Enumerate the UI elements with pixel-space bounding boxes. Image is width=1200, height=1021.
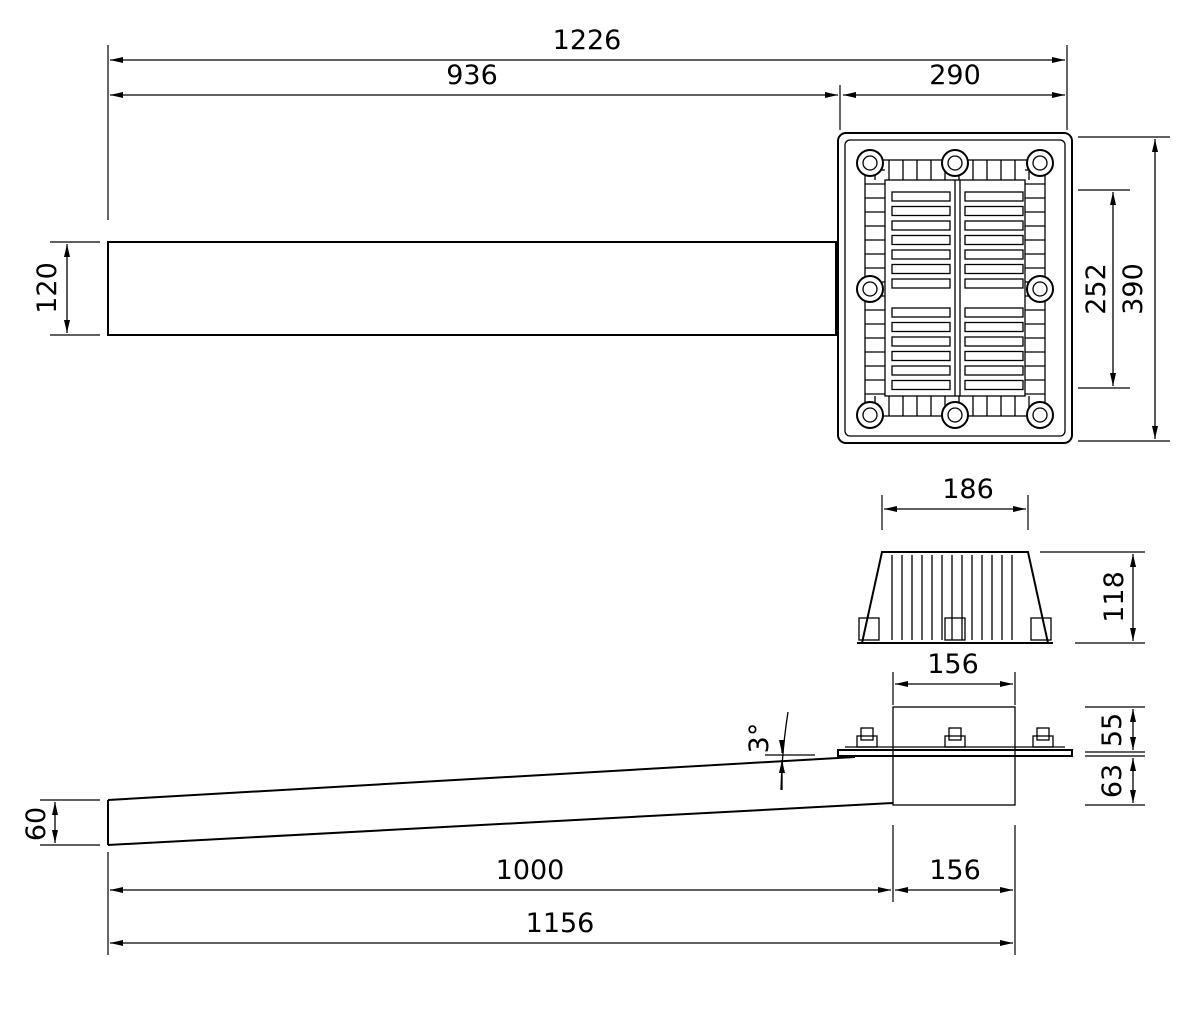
dimension-total-length-side: 1156 [110,908,1013,946]
dimension-box-width-bottom: 156 [895,855,1013,893]
grate-slot [891,263,951,275]
dimension-label: 120 [32,262,63,314]
grate-slot [891,278,951,289]
grate-slot [964,249,1024,260]
bolt-icon [1026,401,1054,429]
grate-slot [891,307,951,318]
bolt-hole-icon [1032,407,1048,423]
dimension-label: 936 [446,60,498,91]
dimension-label: 55 [1097,713,1128,747]
dimension-label: 156 [927,649,979,680]
bolt-hole-icon [947,155,963,171]
dimension-upper-height: 55 [1085,706,1145,753]
bolt-hole-icon [862,407,878,423]
drain-box-top-view [837,132,1073,444]
grate-slot [964,205,1024,217]
bolt-hole-icon [862,155,878,171]
grate-slot [891,205,951,217]
grate-slot [891,365,951,376]
grate-slot [964,234,1024,246]
grate-slot [891,379,951,391]
bolt-icon [856,401,884,429]
grate-slot [964,278,1024,289]
grate-slot [964,350,1024,362]
dimension-channel-width: 120 [32,241,100,336]
bolt-hole-icon [947,407,963,423]
dimension-channel-depth: 60 [21,799,100,846]
grate-slot [964,191,1024,202]
bolt-hole-icon [1032,281,1048,297]
dimension-label: 290 [929,60,981,91]
grate-bolts [856,149,1054,429]
grate-slot [964,307,1024,318]
grate-slot [964,365,1024,376]
dimension-label: 252 [1081,263,1112,315]
drain-box-side-view [837,706,1073,806]
dimension-label: 3° [744,723,775,754]
bolt-icon [856,149,884,177]
bolt-icon [941,401,969,429]
dimension-slope-angle: 3° [744,711,815,791]
grate-side-view [857,551,1053,644]
channel-side-view [107,756,894,846]
dimension-box-width-top: 290 [843,60,1065,98]
grate-slot [964,336,1024,347]
dimension-total-length-top: 1226 [107,25,1068,220]
dimension-label: 390 [1118,263,1149,315]
dimension-grate-height: 118 [1040,551,1145,644]
dimension-box-width-side: 156 [892,649,1016,705]
grate-slot [891,249,951,260]
bolt-icon [1026,275,1054,303]
flange-bolt [1032,727,1054,748]
dimension-lower-height: 63 [1085,755,1145,806]
grate-slot [891,191,951,202]
bolt-hole-icon [862,281,878,297]
grate-slot [891,336,951,347]
dimension-box-height-top: 390 [1078,136,1170,442]
dimension-channel-length-top: 936 [110,60,841,130]
grate-slot [891,321,951,333]
dimension-label: 60 [21,807,52,841]
grate-slot [964,379,1024,391]
flange-bolt [944,727,966,748]
dimension-label: 156 [929,855,981,886]
grate-slot [891,220,951,231]
grate-slot [964,220,1024,231]
grate-slot [964,321,1024,333]
dimension-label: 1156 [526,908,595,939]
grate-slot [891,350,951,362]
dimension-channel-length-side: 1000 [110,855,891,893]
channel-top-view [107,241,837,336]
dimension-label: 1226 [553,25,622,56]
bolt-icon [941,149,969,177]
grate-side-bars [891,555,1013,640]
flange-bolt [856,727,878,748]
dimension-grate-width: 186 [881,474,1029,530]
grate-slots [891,191,1024,391]
grate-slot [891,234,951,246]
bolt-hole-icon [1032,155,1048,171]
dimension-label: 1000 [496,855,565,886]
dimension-label: 63 [1097,764,1128,798]
bolt-icon [856,275,884,303]
dimension-label: 118 [1099,571,1130,623]
dimension-grate-inner-height: 252 [1078,189,1130,389]
dimension-label: 186 [942,474,994,505]
grate-slot [964,263,1024,275]
bolt-icon [1026,149,1054,177]
